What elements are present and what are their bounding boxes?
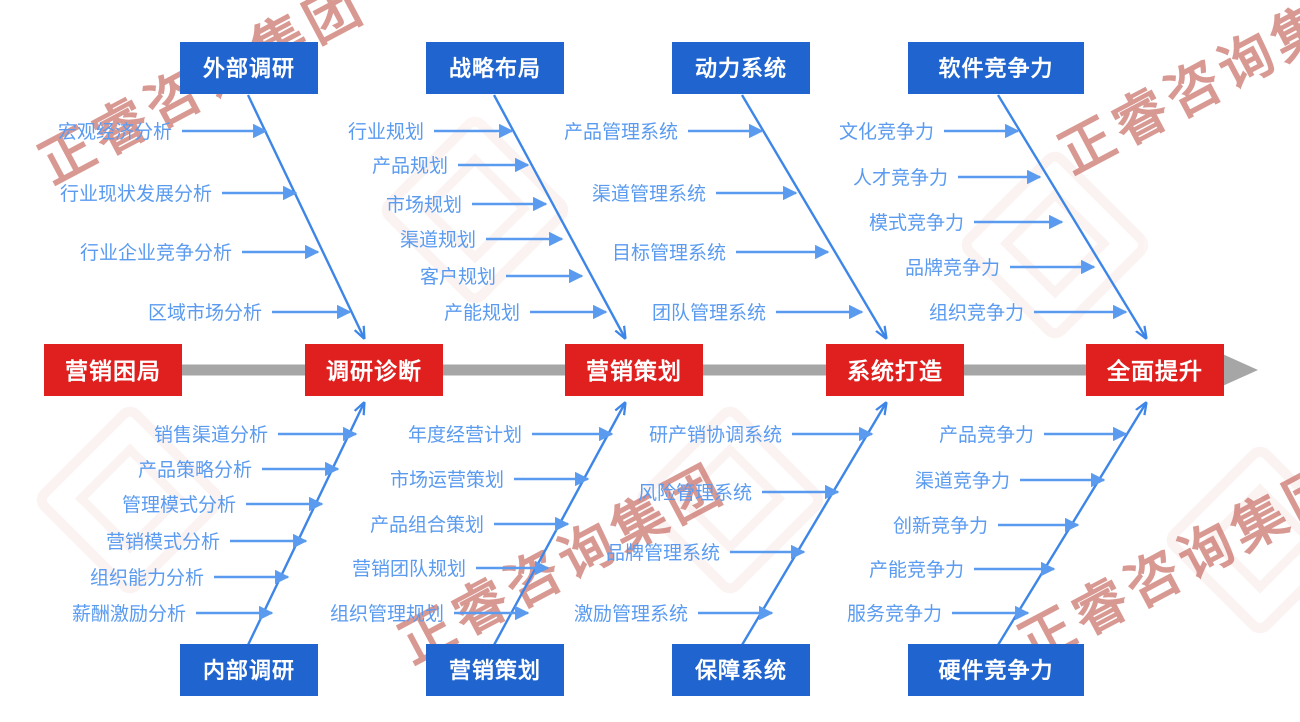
leaf-label: 产品策略分析	[138, 459, 252, 481]
leaf-label: 区域市场分析	[148, 302, 262, 324]
spine-node-label: 营销策划	[586, 358, 682, 384]
spine-node-2[interactable]: 营销策划	[565, 344, 703, 396]
category-box-top-3[interactable]: 软件竞争力	[908, 42, 1084, 94]
leaf-label: 风险管理系统	[638, 482, 752, 504]
spine-node-0[interactable]: 营销困局	[44, 344, 182, 396]
category-box-top-0[interactable]: 外部调研	[180, 42, 318, 94]
category-label: 软件竞争力	[938, 56, 1053, 81]
leaf-label: 服务竞争力	[847, 603, 942, 625]
leaf-label: 产品管理系统	[564, 121, 678, 143]
leaf-group-bottom-1: 年度经营计划 市场运营策划 产品组合策划 营销团队规划 组织管理规划	[330, 424, 614, 625]
category-box-top-1[interactable]: 战略布局	[426, 42, 564, 94]
leaf-group-top-2: 产品管理系统 渠道管理系统 目标管理系统 团队管理系统	[564, 121, 864, 324]
leaf-label: 渠道竞争力	[915, 470, 1010, 492]
leaf-label: 组织竞争力	[929, 302, 1024, 324]
leaf-label: 品牌管理系统	[606, 542, 720, 564]
spine-node-label: 系统打造	[847, 358, 943, 384]
leaf-label: 市场运营策划	[390, 469, 504, 491]
leaf-label: 薪酬激励分析	[72, 603, 186, 625]
category-label: 战略布局	[449, 56, 541, 81]
category-box-bottom-0[interactable]: 内部调研	[180, 644, 318, 696]
leaf-label: 产能竞争力	[869, 559, 964, 581]
leaf-label: 品牌竞争力	[905, 257, 1000, 279]
leaf-group-bottom-3: 产品竞争力 渠道竞争力 创新竞争力 产能竞争力 服务竞争力	[847, 424, 1128, 625]
leaf-label: 目标管理系统	[612, 242, 726, 264]
leaf-label: 模式竞争力	[869, 212, 964, 234]
leaf-label: 产品竞争力	[939, 424, 1034, 446]
leaf-group-top-3: 文化竞争力 人才竞争力 模式竞争力 品牌竞争力 组织竞争力	[839, 121, 1128, 324]
leaf-label: 年度经营计划	[408, 424, 522, 446]
category-label: 保障系统	[694, 658, 787, 683]
leaf-label: 行业现状发展分析	[60, 183, 212, 205]
leaf-label: 行业规划	[348, 121, 424, 143]
leaf-label: 客户规划	[420, 266, 496, 288]
category-label: 外部调研	[203, 56, 295, 81]
leaf-label: 文化竞争力	[839, 121, 934, 143]
leaf-group-top-1: 行业规划 产品规划 市场规划 渠道规划 客户规划 产能规划	[348, 121, 608, 324]
leaf-label: 渠道规划	[400, 229, 476, 251]
arrow-right-icon	[1218, 352, 1258, 388]
leaf-group-bottom-2: 研产销协调系统 风险管理系统 品牌管理系统 激励管理系统	[574, 424, 874, 625]
category-label: 硬件竞争力	[938, 658, 1053, 683]
leaf-label: 销售渠道分析	[154, 424, 268, 446]
spine-node-label: 调研诊断	[326, 358, 422, 384]
leaf-label: 团队管理系统	[652, 302, 766, 324]
leaf-label: 组织能力分析	[90, 567, 204, 589]
category-box-top-2[interactable]: 动力系统	[672, 42, 810, 94]
leaf-group-bottom-0: 销售渠道分析 产品策略分析 管理模式分析 营销模式分析 组织能力分析 薪酬激励分…	[72, 424, 358, 625]
spine-node-3[interactable]: 系统打造	[826, 344, 964, 396]
leaf-label: 产品组合策划	[370, 514, 484, 536]
leaf-label: 研产销协调系统	[649, 424, 782, 446]
category-label: 动力系统	[695, 56, 787, 81]
spine-node-label: 全面提升	[1106, 358, 1203, 384]
leaf-label: 创新竞争力	[893, 515, 988, 537]
category-label: 营销策划	[449, 658, 541, 683]
category-label: 内部调研	[203, 658, 295, 683]
leaf-label: 渠道管理系统	[592, 183, 706, 205]
leaf-label: 产能规划	[444, 302, 520, 324]
leaf-label: 行业企业竞争分析	[80, 242, 232, 264]
spine-node-1[interactable]: 调研诊断	[305, 344, 443, 396]
leaf-label: 营销团队规划	[352, 558, 466, 580]
leaf-group-top-0: 宏观经济分析 行业现状发展分析 行业企业竞争分析 区域市场分析	[58, 121, 352, 324]
leaf-label: 人才竞争力	[853, 167, 948, 189]
leaf-label: 产品规划	[372, 155, 448, 177]
category-box-bottom-1[interactable]: 营销策划	[426, 644, 564, 696]
leaf-label: 组织管理规划	[330, 603, 444, 625]
leaf-label: 激励管理系统	[574, 603, 688, 625]
spine-node-4[interactable]: 全面提升	[1086, 344, 1224, 396]
spine-node-label: 营销困局	[65, 358, 161, 384]
category-box-bottom-2[interactable]: 保障系统	[672, 644, 810, 696]
category-box-bottom-3[interactable]: 硬件竞争力	[908, 644, 1084, 696]
leaf-label: 营销模式分析	[106, 531, 220, 553]
leaf-label: 管理模式分析	[122, 494, 236, 516]
leaf-label: 市场规划	[386, 194, 462, 216]
leaf-label: 宏观经济分析	[58, 121, 172, 143]
